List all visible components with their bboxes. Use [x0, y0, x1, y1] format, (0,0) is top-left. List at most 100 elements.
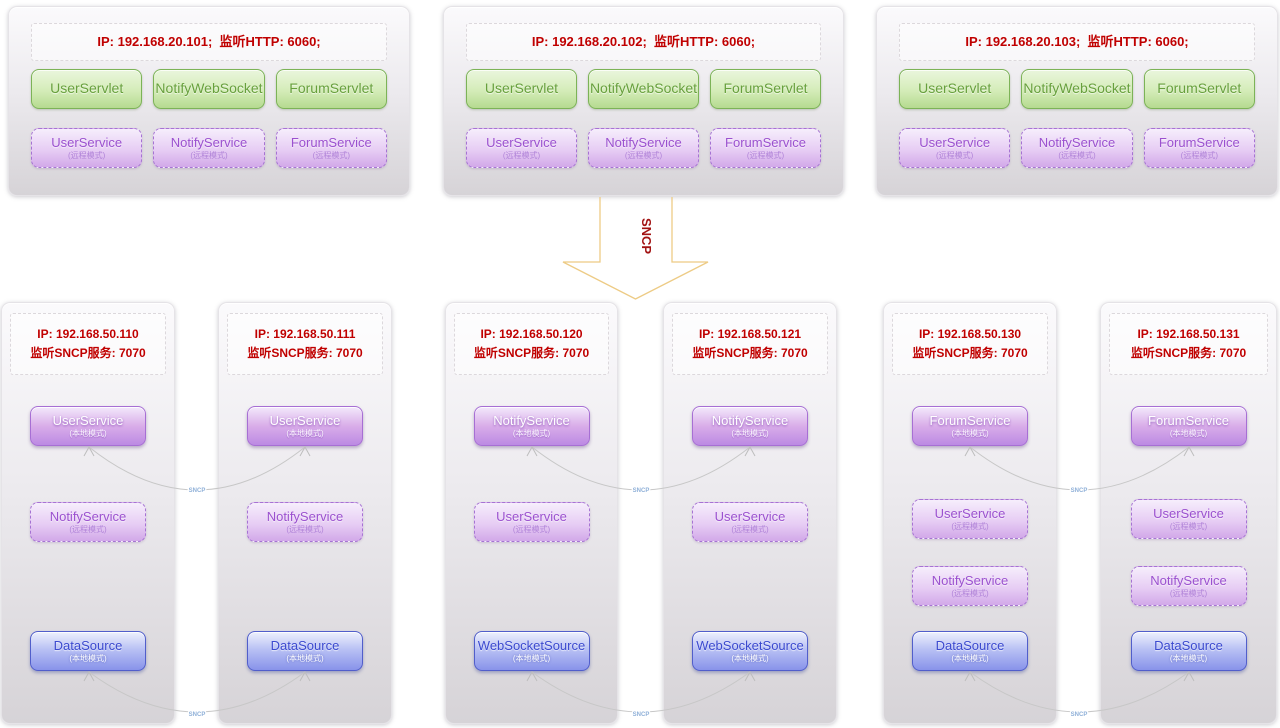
service-box: ForumService(远程模式) [1143, 128, 1255, 168]
service-mode: (远程模式) [286, 525, 324, 534]
listen-line: 监听SNCP服务: 7070 [473, 346, 590, 360]
service-mode: (远程模式) [1058, 151, 1096, 160]
service-mode: (本地模式) [286, 654, 324, 663]
service-row: UserService(远程模式)NotifyService(远程模式)Foru… [899, 128, 1255, 168]
service-mode: (远程模式) [951, 522, 989, 531]
service-box: UserService(远程模式) [912, 499, 1028, 539]
ip-header: IP: 192.168.50.110 监听SNCP服务: 7070 [10, 313, 166, 375]
service-row: UserService(远程模式)NotifyService(远程模式) Foru… [31, 128, 387, 168]
service-box: UserService(本地模式) [30, 406, 146, 446]
app-node-panel: IP: 192.168.20.101; 监听HTTP: 6060;UserSer… [8, 6, 410, 196]
service-stack: ForumService(本地模式)UserService(远程模式)Notif… [892, 406, 1048, 671]
listen-line: 监听SNCP服务: 7070 [692, 346, 808, 360]
app-node-panel: IP: 192.168.20.102; 监听HTTP: 6060;UserSer… [443, 6, 844, 196]
service-name: UserService [496, 509, 567, 524]
service-name: NotifyService [49, 509, 127, 524]
ip-header: IP: 192.168.50.130 监听SNCP服务: 7070 [892, 313, 1048, 375]
sync-curve-label: SNCP [633, 488, 650, 494]
service-name: DataSource [270, 638, 340, 653]
service-mode: (远程模式) [502, 151, 541, 160]
app-node-panel: IP: 192.168.20.103; 监听HTTP: 6060; UserSer… [876, 6, 1278, 196]
ip-line: IP: 192.168.50.121 [698, 326, 802, 341]
service-mode: (远程模式) [1169, 522, 1208, 531]
servlet-box: ForumServlet [1143, 69, 1255, 109]
listen-line: 监听SNCP服务: 7070 [30, 346, 146, 360]
service-mode: (远程模式) [190, 151, 228, 160]
service-box: UserService(远程模式) [466, 128, 577, 168]
service-box: NotifyService(远程模式) [1021, 128, 1133, 168]
service-stack: ForumService(本地模式)UserService(远程模式)Notif… [1109, 406, 1268, 671]
service-mode: (远程模式) [936, 151, 974, 160]
service-name: WebSocketSource [696, 638, 804, 653]
sync-curve-label: SNCP [1071, 488, 1088, 494]
service-box: NotifyService(本地模式) [473, 406, 590, 446]
service-name: UserService [934, 506, 1006, 521]
service-mode: (远程模式) [746, 151, 785, 160]
service-name: NotifyService [493, 413, 570, 428]
service-name: NotifyService [1150, 573, 1227, 588]
ip-line: IP: 192.168.50.120 [480, 326, 583, 341]
ip-line: IP: 192.168.50.130 [918, 326, 1022, 341]
service-mode: (本地模式) [731, 429, 769, 438]
service-name: ForumService [929, 413, 1011, 428]
service-box: WebSocketSource(本地模式) [473, 631, 590, 671]
service-name: DataSource [53, 638, 123, 653]
service-mode: (远程模式) [624, 151, 663, 160]
ip-line: IP: 192.168.50.111 [254, 326, 356, 341]
service-box: DataSource(本地模式) [30, 631, 146, 671]
service-box: ForumService(本地模式) [912, 406, 1028, 446]
service-mode: (远程模式) [68, 151, 106, 160]
service-box: NotifyService(远程模式) [1130, 566, 1247, 606]
service-name: UserService [714, 509, 786, 524]
service-name: UserService [269, 413, 341, 428]
sync-curve-label: SNCP [189, 712, 206, 718]
servlet-box: NotifyWebSocket [1021, 69, 1133, 109]
service-name: ForumService [1148, 413, 1229, 428]
servlet-box: ForumServlet [710, 69, 821, 109]
sncp-flow-arrow-label: SNCP [639, 218, 654, 254]
service-mode: (本地模式) [512, 429, 551, 438]
service-name: NotifyService [711, 413, 789, 428]
service-name: ForumService [1158, 135, 1240, 150]
servlet-box: NotifyWebSocket [588, 69, 699, 109]
servlet-box: UserServlet [31, 69, 143, 109]
sync-curve-label: SNCP [1071, 712, 1088, 718]
ip-header: IP: 192.168.50.121 监听SNCP服务: 7070 [672, 313, 828, 375]
listen-line: 监听SNCP服务: 7070 [247, 346, 363, 360]
ip-header: IP: 192.168.50.120 监听SNCP服务: 7070 [454, 313, 609, 375]
service-box: DataSource(本地模式) [912, 631, 1028, 671]
sync-curve-label: SNCP [189, 488, 206, 494]
service-mode: (本地模式) [69, 654, 107, 663]
listen-line: 监听SNCP服务: 7070 [912, 346, 1028, 360]
ip-header: IP: 192.168.20.103; 监听HTTP: 6060; [899, 23, 1255, 61]
service-mode: (远程模式) [951, 589, 989, 598]
service-name: DataSource [935, 638, 1005, 653]
service-box: UserService(远程模式) [1130, 499, 1247, 539]
ip-line: IP: 192.168.50.131 [1137, 326, 1240, 341]
service-mode: (本地模式) [951, 654, 989, 663]
service-box: ForumService(本地模式) [1130, 406, 1247, 446]
service-name: UserService [919, 135, 991, 150]
service-mode: (远程模式) [312, 151, 350, 160]
service-mode: (远程模式) [731, 525, 769, 534]
service-mode: (本地模式) [1169, 654, 1208, 663]
service-box: UserService(远程模式) [31, 128, 143, 168]
service-name: ForumService [290, 135, 372, 150]
ip-line: IP: 192.168.50.110 [37, 326, 139, 341]
service-box: DataSource(本地模式) [247, 631, 363, 671]
service-name: WebSocketSource [477, 638, 586, 653]
service-box: NotifyService(远程模式) [30, 502, 146, 542]
service-box: ForumService(远程模式) [710, 128, 821, 168]
servlet-box: NotifyWebSocket [153, 69, 265, 109]
service-name: NotifyService [1038, 135, 1116, 150]
service-name: NotifyService [605, 135, 682, 150]
service-mode: (本地模式) [731, 654, 769, 663]
service-box: NotifyService(远程模式) [153, 128, 265, 168]
service-mode: (远程模式) [1169, 589, 1208, 598]
